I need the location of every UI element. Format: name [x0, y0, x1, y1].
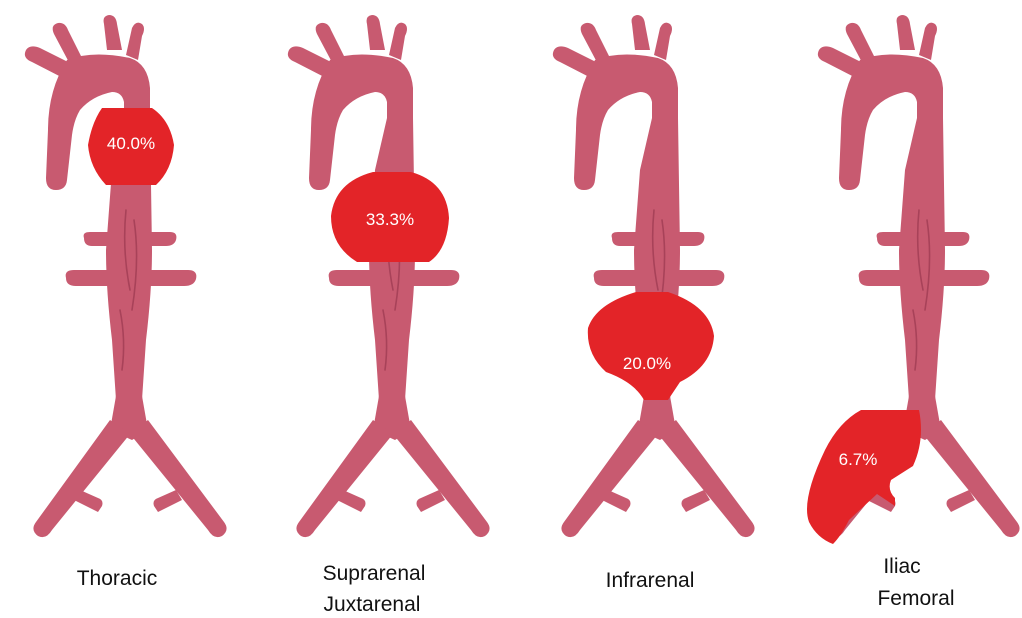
percent-label: 6.7%	[839, 450, 878, 469]
label-juxtarenal: Juxtarenal	[324, 593, 421, 616]
label-thoracic: Thoracic	[77, 567, 158, 590]
label-femoral: Femoral	[877, 587, 954, 610]
aneurysm-region	[588, 292, 714, 400]
panel-thoracic: 40.0%	[25, 15, 227, 537]
label-infrarenal: Infrarenal	[606, 569, 695, 592]
percent-label: 33.3%	[366, 210, 414, 229]
label-iliac: Iliac	[883, 555, 920, 578]
panel-iliac: 6.7%	[807, 15, 1020, 544]
label-suprarenal: Suprarenal	[323, 562, 426, 585]
labels: Thoracic Suprarenal Juxtarenal Infrarena…	[77, 555, 955, 616]
aorta-illustration	[553, 15, 755, 537]
aorta-illustration	[288, 15, 490, 537]
percent-label: 20.0%	[623, 354, 671, 373]
panel-infrarenal: 20.0%	[553, 15, 755, 537]
aneurysm-region	[807, 410, 921, 544]
aorta-illustration	[25, 15, 227, 537]
percent-label: 40.0%	[107, 134, 155, 153]
panel-suprarenal: 33.3%	[288, 15, 490, 537]
